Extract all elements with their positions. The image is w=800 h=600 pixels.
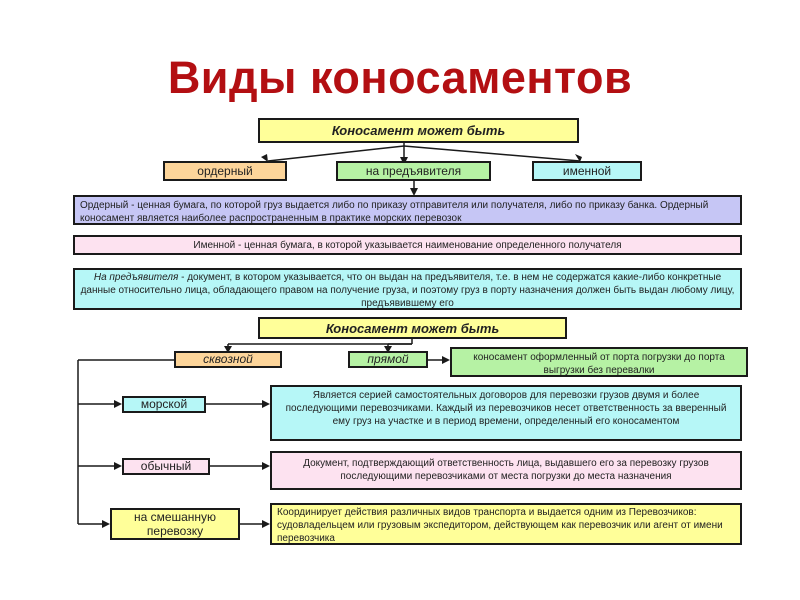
def-bearer-text: - документ, в котором указывается, что о… — [80, 272, 735, 309]
page-title: Виды коносаментов — [167, 52, 633, 103]
kind-sea-label: морской — [140, 397, 188, 411]
route-direct-label: прямой — [367, 352, 409, 366]
def-named-text: Именной - ценная бумага, в которой указы… — [193, 240, 622, 251]
type-named-label: именной — [562, 163, 612, 178]
route-through-label: сквозной — [203, 352, 253, 366]
kind-sea-desc: Является серией самостоятельных договоро… — [270, 385, 742, 441]
type-order-label: ордерный — [197, 163, 253, 178]
type-bearer-label: на предъявителя — [365, 163, 462, 178]
route-direct-desc: коносамент оформленный от порта погрузки… — [450, 347, 748, 377]
header-konosament-2: Коносамент может быть — [258, 317, 567, 339]
type-order: ордерный — [163, 161, 287, 181]
route-through: сквозной — [174, 351, 282, 368]
route-direct: прямой — [348, 351, 428, 368]
type-bearer: на предъявителя — [336, 161, 491, 181]
def-order: Ордерный - ценная бумага, по которой гру… — [73, 195, 742, 225]
kind-mixed-desc-text: Координирует действия различных видов тр… — [277, 507, 723, 544]
kind-ordinary-desc: Документ, подтверждающий ответственность… — [270, 451, 742, 490]
kind-ordinary: обычный — [122, 458, 210, 475]
route-direct-desc-text: коносамент оформленный от порта погрузки… — [473, 352, 725, 376]
kind-sea-desc-text: Является серией самостоятельных договоро… — [285, 390, 727, 427]
type-named: именной — [532, 161, 642, 181]
def-named: Именной - ценная бумага, в которой указы… — [73, 235, 742, 255]
header-2-text: Коносамент может быть — [325, 320, 500, 336]
kind-ordinary-label: обычный — [140, 459, 192, 473]
def-bearer-term: На предъявителя — [93, 272, 179, 283]
kind-mixed-label: на смешанную перевозку — [133, 510, 217, 538]
def-order-text: Ордерный - ценная бумага, по которой гру… — [80, 200, 709, 224]
header-1-text: Коносамент может быть — [331, 123, 506, 138]
header-konosament-1: Коносамент может быть — [258, 118, 579, 143]
kind-mixed-desc: Координирует действия различных видов тр… — [270, 503, 742, 545]
kind-sea: морской — [122, 396, 206, 413]
kind-mixed: на смешанную перевозку — [110, 508, 240, 540]
kind-ordinary-desc-text: Документ, подтверждающий ответственность… — [303, 458, 709, 482]
def-bearer: На предъявителя - документ, в котором ук… — [73, 268, 742, 310]
